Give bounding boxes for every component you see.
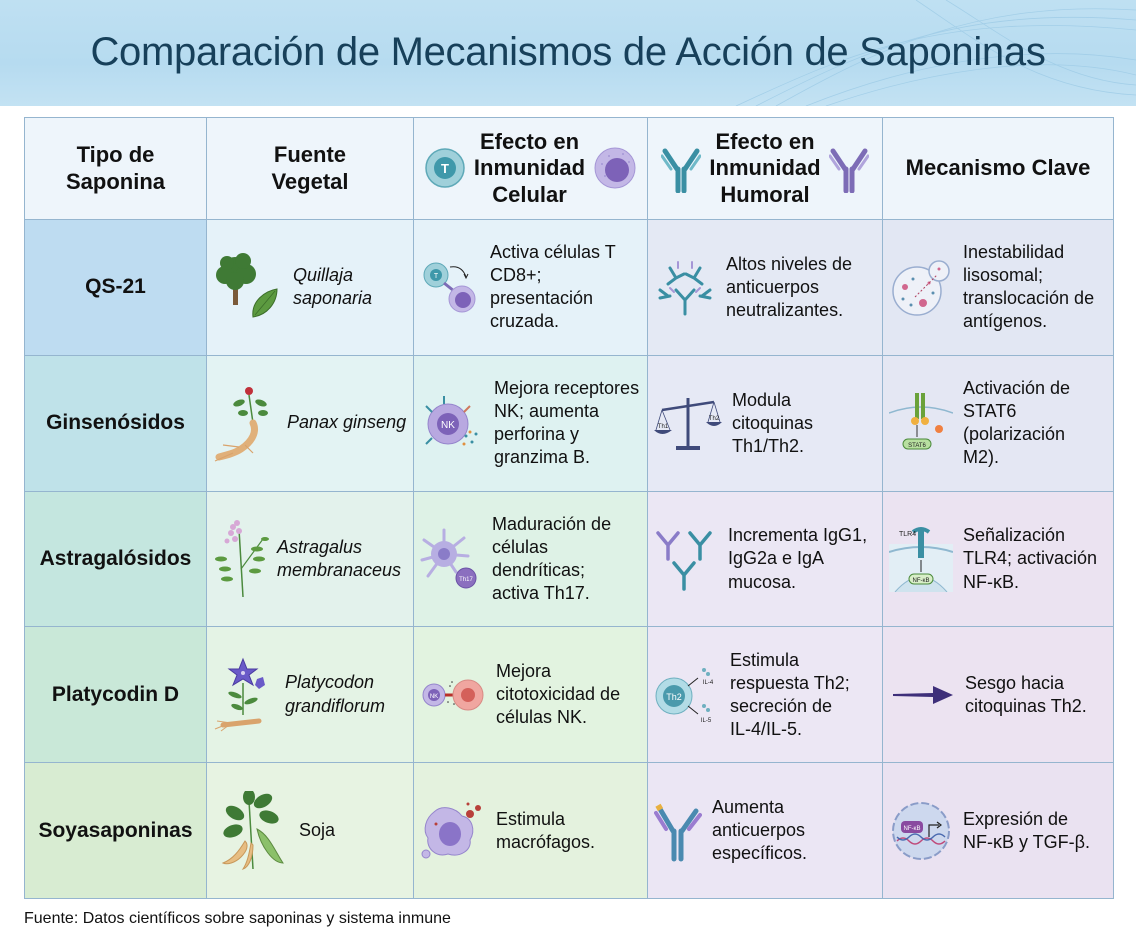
svg-text:IL-5: IL-5 <box>701 718 712 724</box>
antibody-cluster-icon <box>654 256 716 318</box>
stat6-receptor-icon: STAT6 <box>889 391 953 455</box>
antibodies-three-icon <box>654 527 718 591</box>
lysosome-icon <box>889 255 953 319</box>
page-title: Comparación de Mecanismos de Acción de S… <box>90 30 1046 74</box>
saponin-type: Soyasaponinas <box>24 762 207 899</box>
t-cell-icon: T <box>425 148 465 189</box>
saponin-type: QS-21 <box>24 219 207 356</box>
svg-text:T: T <box>441 161 449 176</box>
title-banner: Comparación de Mecanismos de Acción de S… <box>0 0 1136 106</box>
saponin-type: Ginsenósidos <box>24 354 207 492</box>
balance-scale-icon: Th1 Th2 <box>654 392 722 454</box>
svg-text:T: T <box>434 273 439 280</box>
astragalus-plant-icon <box>213 519 271 599</box>
ginseng-root-icon <box>213 383 277 463</box>
soybean-plant-icon <box>213 790 289 871</box>
saponin-type: Platycodin D <box>24 626 207 764</box>
decorative-waves-icon <box>735 0 1136 106</box>
svg-text:NK: NK <box>430 694 438 700</box>
tlr4-receptor-icon: NF-κB TLR4 <box>889 526 953 592</box>
antibody-icon <box>661 148 702 194</box>
dendritic-cell-icon: Th17 <box>420 526 482 592</box>
svg-text:Th1: Th1 <box>658 424 669 430</box>
balloon-flower-icon <box>213 655 275 735</box>
svg-text:Th2: Th2 <box>709 416 720 422</box>
svg-text:NK: NK <box>441 420 455 431</box>
plant-source: Soja <box>206 762 414 899</box>
immune-cell-icon <box>594 147 636 189</box>
gene-expression-icon: NF-κB <box>889 799 953 863</box>
table-row: Ginsenósidos Panax ginseng NK Mejora rec… <box>24 354 1114 492</box>
svg-text:STAT6: STAT6 <box>908 443 926 449</box>
source-footnote: Fuente: Datos científicos sobre saponina… <box>24 910 451 927</box>
nk-cell-icon: NK <box>420 390 484 456</box>
arrow-right-icon <box>889 680 955 710</box>
header-key-mechanism: Mecanismo Clave <box>882 117 1114 220</box>
svg-text:IL-4: IL-4 <box>703 680 714 686</box>
svg-text:Th2: Th2 <box>666 692 682 702</box>
antibody-icon <box>828 148 869 194</box>
svg-text:NF-κB: NF-κB <box>904 826 921 832</box>
svg-text:TLR4: TLR4 <box>899 531 916 538</box>
macrophage-icon <box>420 800 486 862</box>
tree-leaf-icon <box>213 247 283 327</box>
svg-text:Th17: Th17 <box>459 577 473 583</box>
plant-source: Panax ginseng <box>206 354 414 492</box>
nk-cytotoxicity-icon: NK <box>420 670 486 720</box>
saponin-type: Astragalósidos <box>24 490 207 628</box>
t-cell-interaction-icon: T <box>420 257 480 317</box>
svg-text:NF-κB: NF-κB <box>913 578 930 584</box>
antibody-icon <box>654 799 702 863</box>
